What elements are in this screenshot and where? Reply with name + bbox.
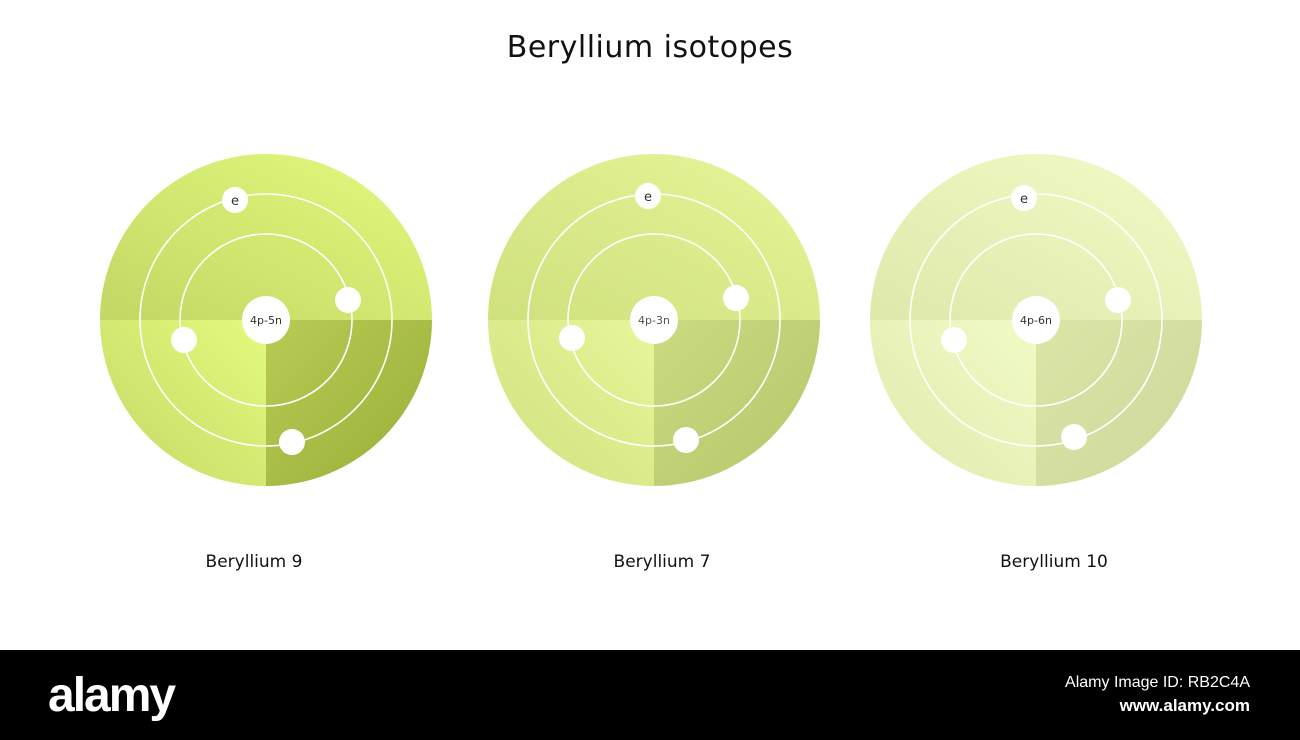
footer-bar: alamy Alamy Image ID: RB2C4A www.alamy.c… xyxy=(0,650,1300,740)
atom-top-half xyxy=(100,154,432,320)
diagram-title: Beryllium isotopes xyxy=(506,30,794,65)
atom-top-half xyxy=(488,154,820,320)
nucleus-label: 4p-5n xyxy=(250,314,282,327)
atom-top-half xyxy=(870,154,1202,320)
atom-diagram-beryllium-10: 4p-6n e xyxy=(866,150,1206,490)
electron xyxy=(1105,287,1131,313)
inner-orbit xyxy=(179,233,353,407)
atom-label-beryllium-7: Beryllium 7 xyxy=(613,552,711,572)
brand-logo: alamy xyxy=(48,669,176,722)
atom-label-beryllium-9: Beryllium 9 xyxy=(205,552,303,572)
electron xyxy=(723,285,749,311)
inner-orbit xyxy=(567,233,741,407)
electron xyxy=(279,429,305,455)
atom-bottom-right-shade xyxy=(1036,320,1202,486)
electron xyxy=(1061,424,1087,450)
site-url-text: www.alamy.com xyxy=(1119,696,1250,715)
inner-orbit xyxy=(949,233,1123,407)
electron-label: e xyxy=(644,190,652,205)
nucleus-label: 4p-3n xyxy=(638,314,670,327)
atom-diagram-beryllium-9: 4p-5n e xyxy=(96,150,436,490)
nucleus xyxy=(630,296,678,344)
atom-bottom-right-shade xyxy=(654,320,820,486)
electron-label: e xyxy=(1020,192,1028,207)
electron-label: e xyxy=(231,194,239,209)
nucleus xyxy=(242,296,290,344)
outer-orbit xyxy=(139,193,393,447)
electron xyxy=(335,287,361,313)
electron xyxy=(673,427,699,453)
image-id-text: Alamy Image ID: RB2C4A xyxy=(1065,674,1250,691)
electron-labeled xyxy=(222,187,248,213)
atom-diagram-beryllium-7: 4p-3n e xyxy=(484,150,824,490)
nucleus-label: 4p-6n xyxy=(1020,314,1052,327)
electron xyxy=(941,327,967,353)
electron xyxy=(171,327,197,353)
electron-labeled xyxy=(635,183,661,209)
electron-labeled xyxy=(1011,185,1037,211)
atom-label-beryllium-10: Beryllium 10 xyxy=(1000,552,1108,572)
atom-bottom-right-shade xyxy=(266,320,432,486)
nucleus xyxy=(1012,296,1060,344)
electron xyxy=(559,325,585,351)
